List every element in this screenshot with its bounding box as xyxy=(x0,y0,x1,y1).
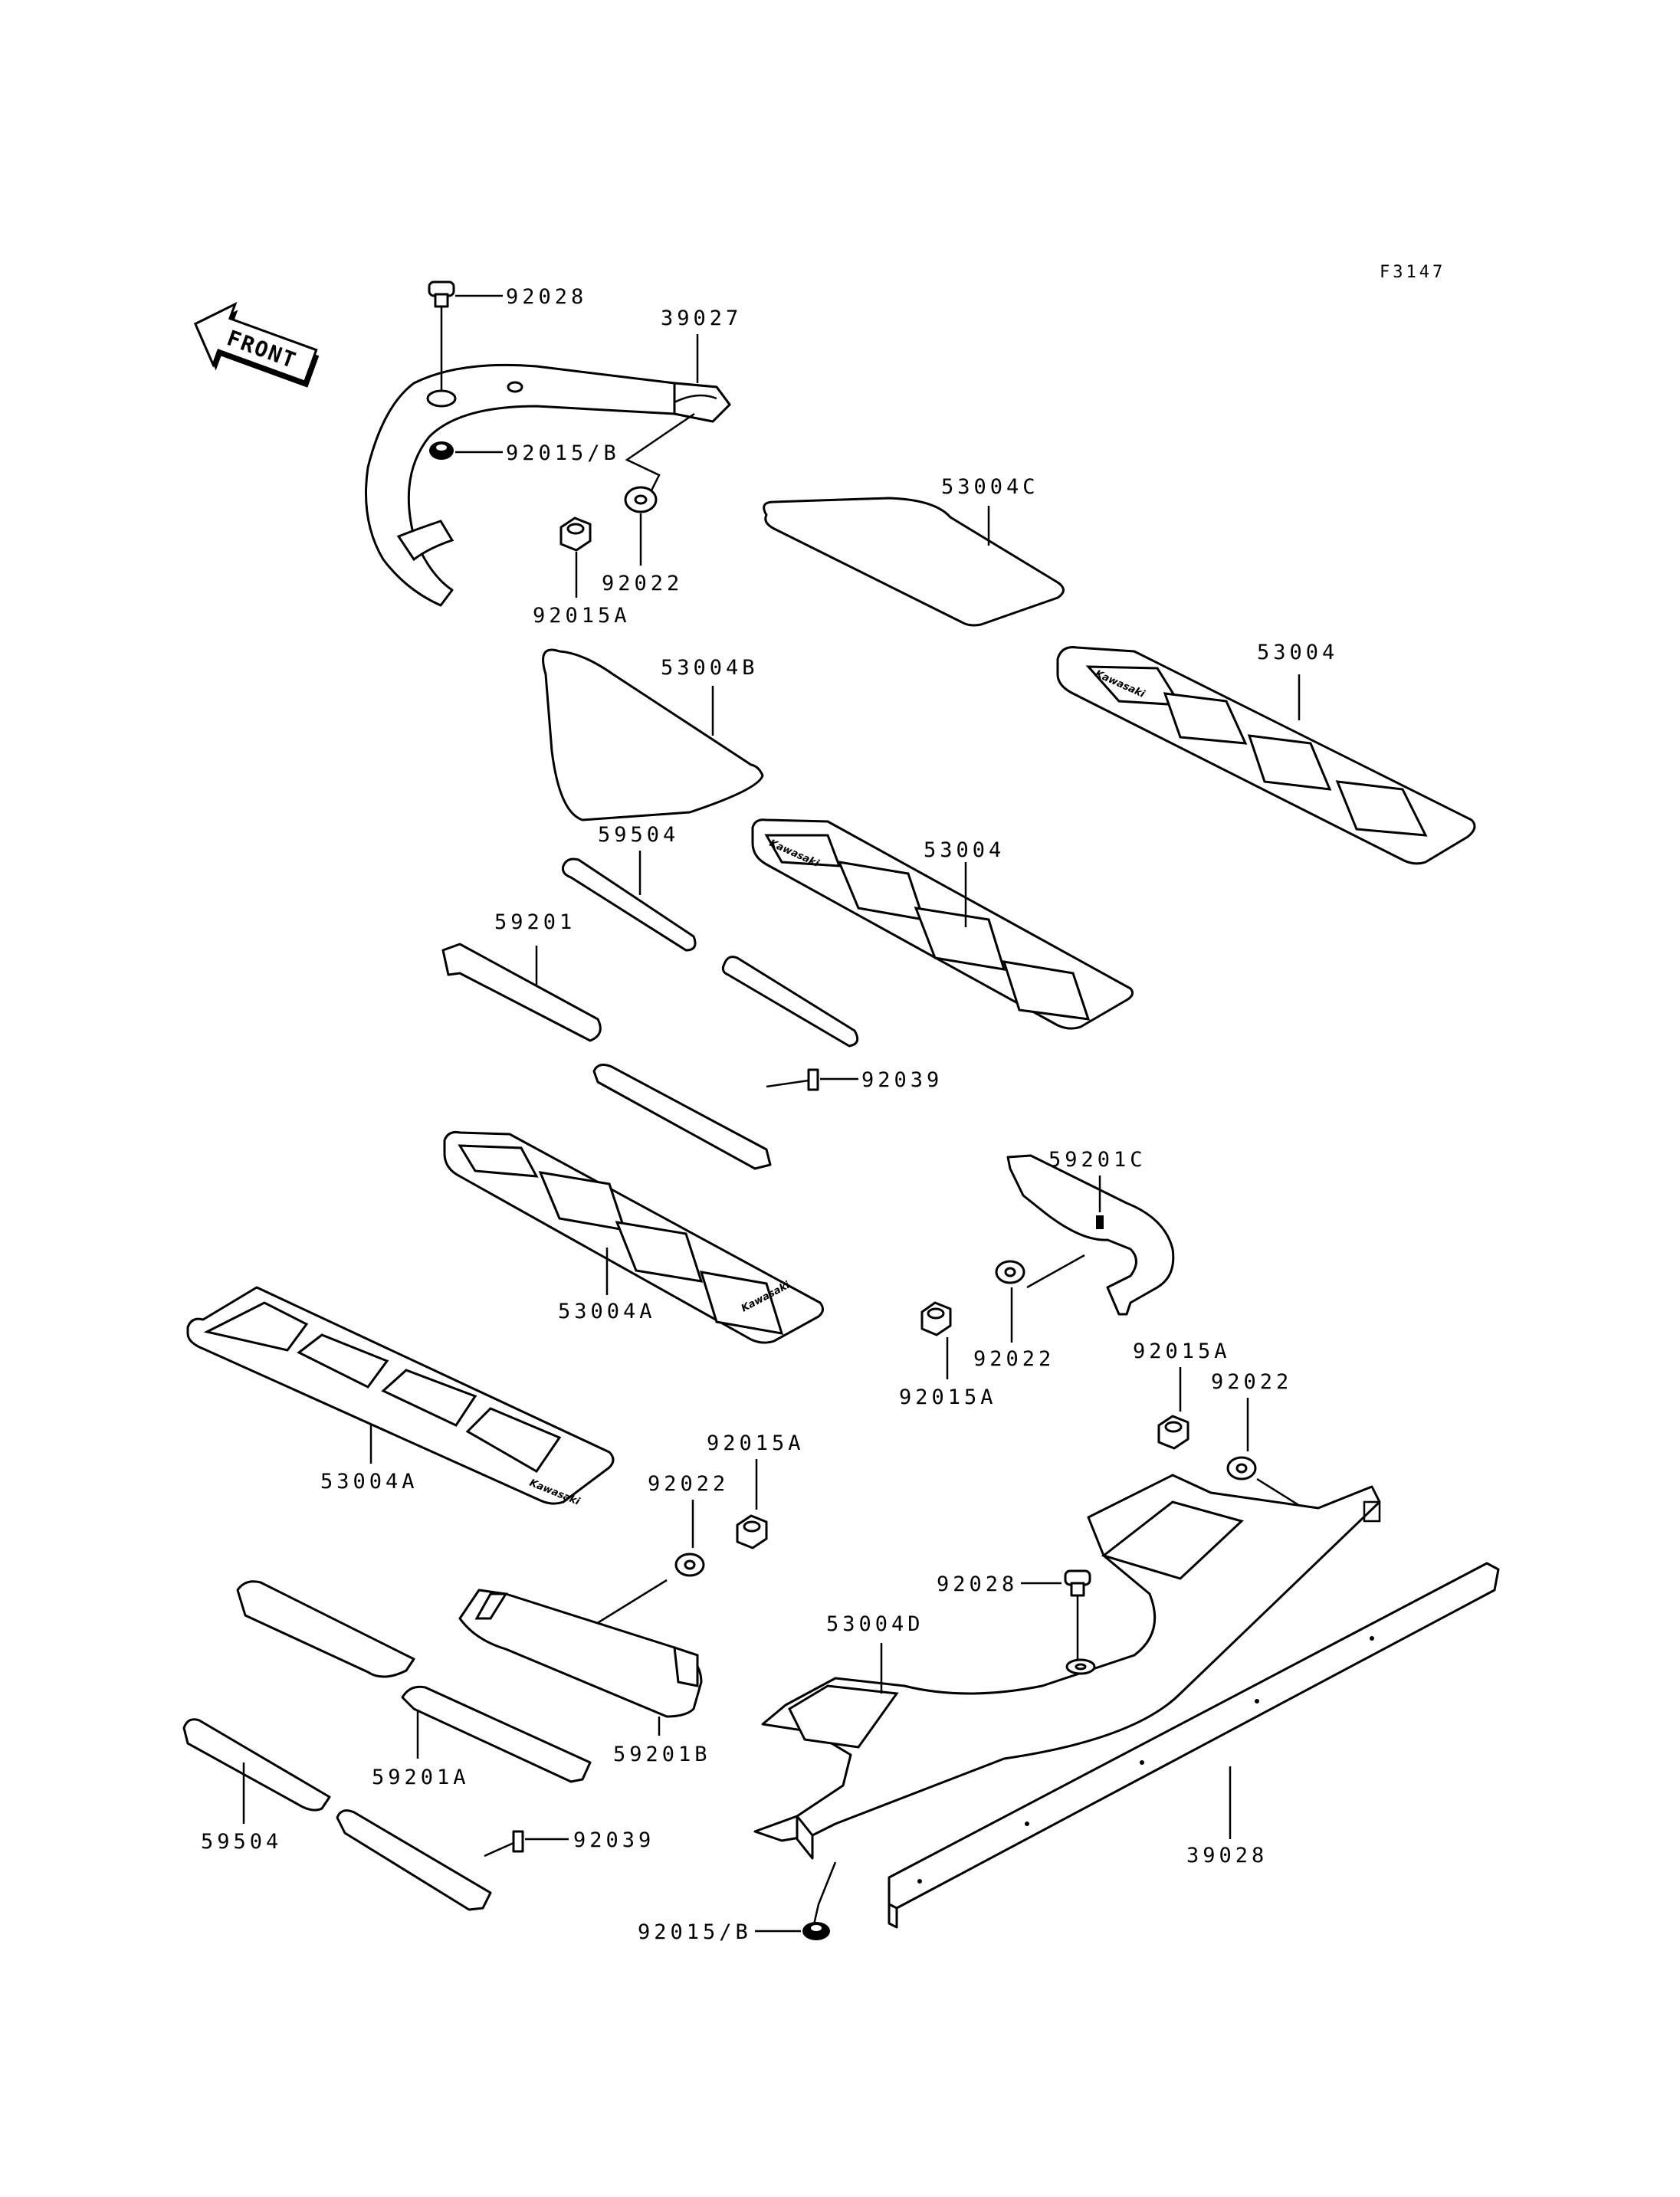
label-92022-mid: 92022 xyxy=(973,1347,1055,1371)
label-92028-low: 92028 xyxy=(937,1572,1018,1596)
rivet-92039-top xyxy=(766,1068,858,1091)
trim-59201a xyxy=(236,1580,592,1783)
washer-92022-top xyxy=(624,486,658,566)
label-92039-low: 92039 xyxy=(573,1828,655,1852)
mat-53004d xyxy=(753,1474,1381,1860)
trim-strip-59504-low xyxy=(182,1718,492,1911)
label-59201a: 59201A xyxy=(372,1766,470,1789)
figure-code: F3147 xyxy=(1380,263,1445,282)
label-53004b: 53004B xyxy=(661,656,759,680)
label-59201b: 59201B xyxy=(613,1743,711,1766)
label-92028-top: 92028 xyxy=(506,285,587,309)
label-59201c: 59201C xyxy=(1048,1148,1147,1172)
label-92022-low: 92022 xyxy=(648,1472,729,1496)
mat-53004-middle: Kawasaki xyxy=(751,818,1134,1030)
washer-92022-low xyxy=(582,1500,705,1634)
label-92015b-low: 92015/B xyxy=(638,1920,752,1944)
trim-59201b xyxy=(458,1589,703,1736)
label-92015b-top: 92015/B xyxy=(506,441,620,465)
side-rail-39028 xyxy=(888,1562,1500,1929)
mat-53004-right: Kawasaki xyxy=(1056,646,1476,865)
mat-53004b xyxy=(542,648,764,821)
label-53004a-middle: 53004A xyxy=(558,1300,656,1323)
label-53004c: 53004C xyxy=(941,475,1039,499)
rivet-92039-low xyxy=(484,1830,569,1858)
nut-92015a-low xyxy=(736,1459,768,1549)
trim-59201 xyxy=(441,943,772,1170)
washer-92022-right xyxy=(1226,1398,1319,1519)
label-59201: 59201 xyxy=(494,910,576,934)
label-53004a-left: 53004A xyxy=(320,1470,418,1494)
nut-92015b-low xyxy=(755,1861,837,1940)
nut-92015b-top xyxy=(429,441,503,460)
label-92022-top: 92022 xyxy=(602,572,683,595)
grab-handle-39027 xyxy=(365,363,731,607)
nut-92015a-mid xyxy=(920,1301,952,1379)
nut-92015a-right xyxy=(1157,1367,1189,1450)
trim-59201c xyxy=(1006,1154,1175,1316)
bolt-92028-low xyxy=(1021,1569,1096,1675)
label-53004-right: 53004 xyxy=(1257,641,1338,664)
label-39027: 39027 xyxy=(661,307,742,330)
label-39028: 39028 xyxy=(1186,1844,1268,1867)
front-arrow-icon: FRONT xyxy=(193,301,320,388)
label-92039-top: 92039 xyxy=(861,1068,943,1092)
label-92015a-top: 92015A xyxy=(533,604,631,628)
washer-92022-mid xyxy=(995,1254,1085,1343)
bolt-92028-top xyxy=(426,280,503,408)
label-92015a-low: 92015A xyxy=(707,1431,805,1455)
trim-strip-59504-top xyxy=(562,851,859,1048)
mat-53004a-middle: Kawasaki xyxy=(443,1131,824,1344)
mat-53004c xyxy=(763,497,1065,627)
label-92022-right: 92022 xyxy=(1211,1370,1292,1394)
label-59504-top: 59504 xyxy=(598,823,679,847)
label-53004d: 53004D xyxy=(826,1612,924,1636)
label-53004-middle: 53004 xyxy=(924,838,1005,862)
nut-92015a-top xyxy=(559,516,592,598)
label-59504-low: 59504 xyxy=(201,1830,282,1854)
mat-53004a-left: Kawasaki xyxy=(186,1286,615,1508)
label-92015a-right: 92015A xyxy=(1133,1340,1231,1363)
label-92015a-mid: 92015A xyxy=(899,1385,997,1409)
